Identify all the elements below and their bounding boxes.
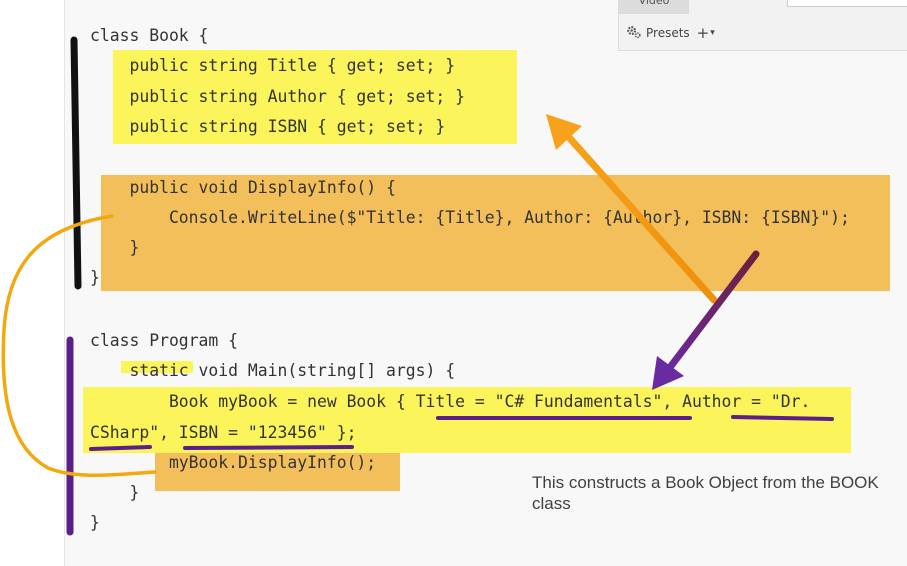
purple-arrow-head [652,356,684,390]
book-bracket-mark [70,36,82,290]
static-highlight [121,361,193,373]
code-line: } [90,268,100,287]
code-line: Book myBook = new Book { Title = "C# Fun… [90,392,811,411]
toolbar-panel: Video Presets + ▾ [618,0,907,51]
code-line: class Book { [90,26,209,45]
code-line: } [90,238,140,257]
plus-icon: + [696,24,710,42]
chevron-down-icon: ▾ [710,28,715,38]
author-underline [731,415,834,421]
code-line: } [90,483,140,502]
orange-arrow-head [546,114,582,150]
code-line: public string Title { get; set; } [90,56,456,75]
line-gutter [0,0,65,566]
csharp-underline [89,445,152,451]
property-highlight [113,50,517,144]
panel-field[interactable] [787,0,907,7]
code-line: public string ISBN { get; set; } [90,117,446,136]
code-line: myBook.DisplayInfo(); [90,453,377,472]
orange-arrow-shaft [562,130,718,304]
call-highlight [155,453,400,491]
code-line: public string Author { get; set; } [90,87,465,106]
tab-video[interactable]: Video [619,0,689,14]
annotation-note: This constructs a Book Object from the B… [532,473,879,513]
code-line: static void Main(string[] args) { [90,361,456,380]
orange-loop-mark [1,214,157,478]
code-line: public void DisplayInfo() { [90,178,396,197]
presets-control[interactable]: Presets + ▾ [626,24,715,42]
code-line: CSharp", ISBN = "123456" }; [90,423,357,442]
method-highlight [101,175,890,291]
presets-label: Presets [646,26,690,40]
isbn-underline [183,445,354,450]
gear-icon [626,24,641,42]
code-line: class Program { [90,331,239,350]
purple-arrow-shaft [664,250,760,374]
add-preset-button[interactable]: + ▾ [697,24,715,42]
code-line: } [90,513,100,532]
code-line: Console.WriteLine($"Title: {Title}, Auth… [90,208,850,227]
